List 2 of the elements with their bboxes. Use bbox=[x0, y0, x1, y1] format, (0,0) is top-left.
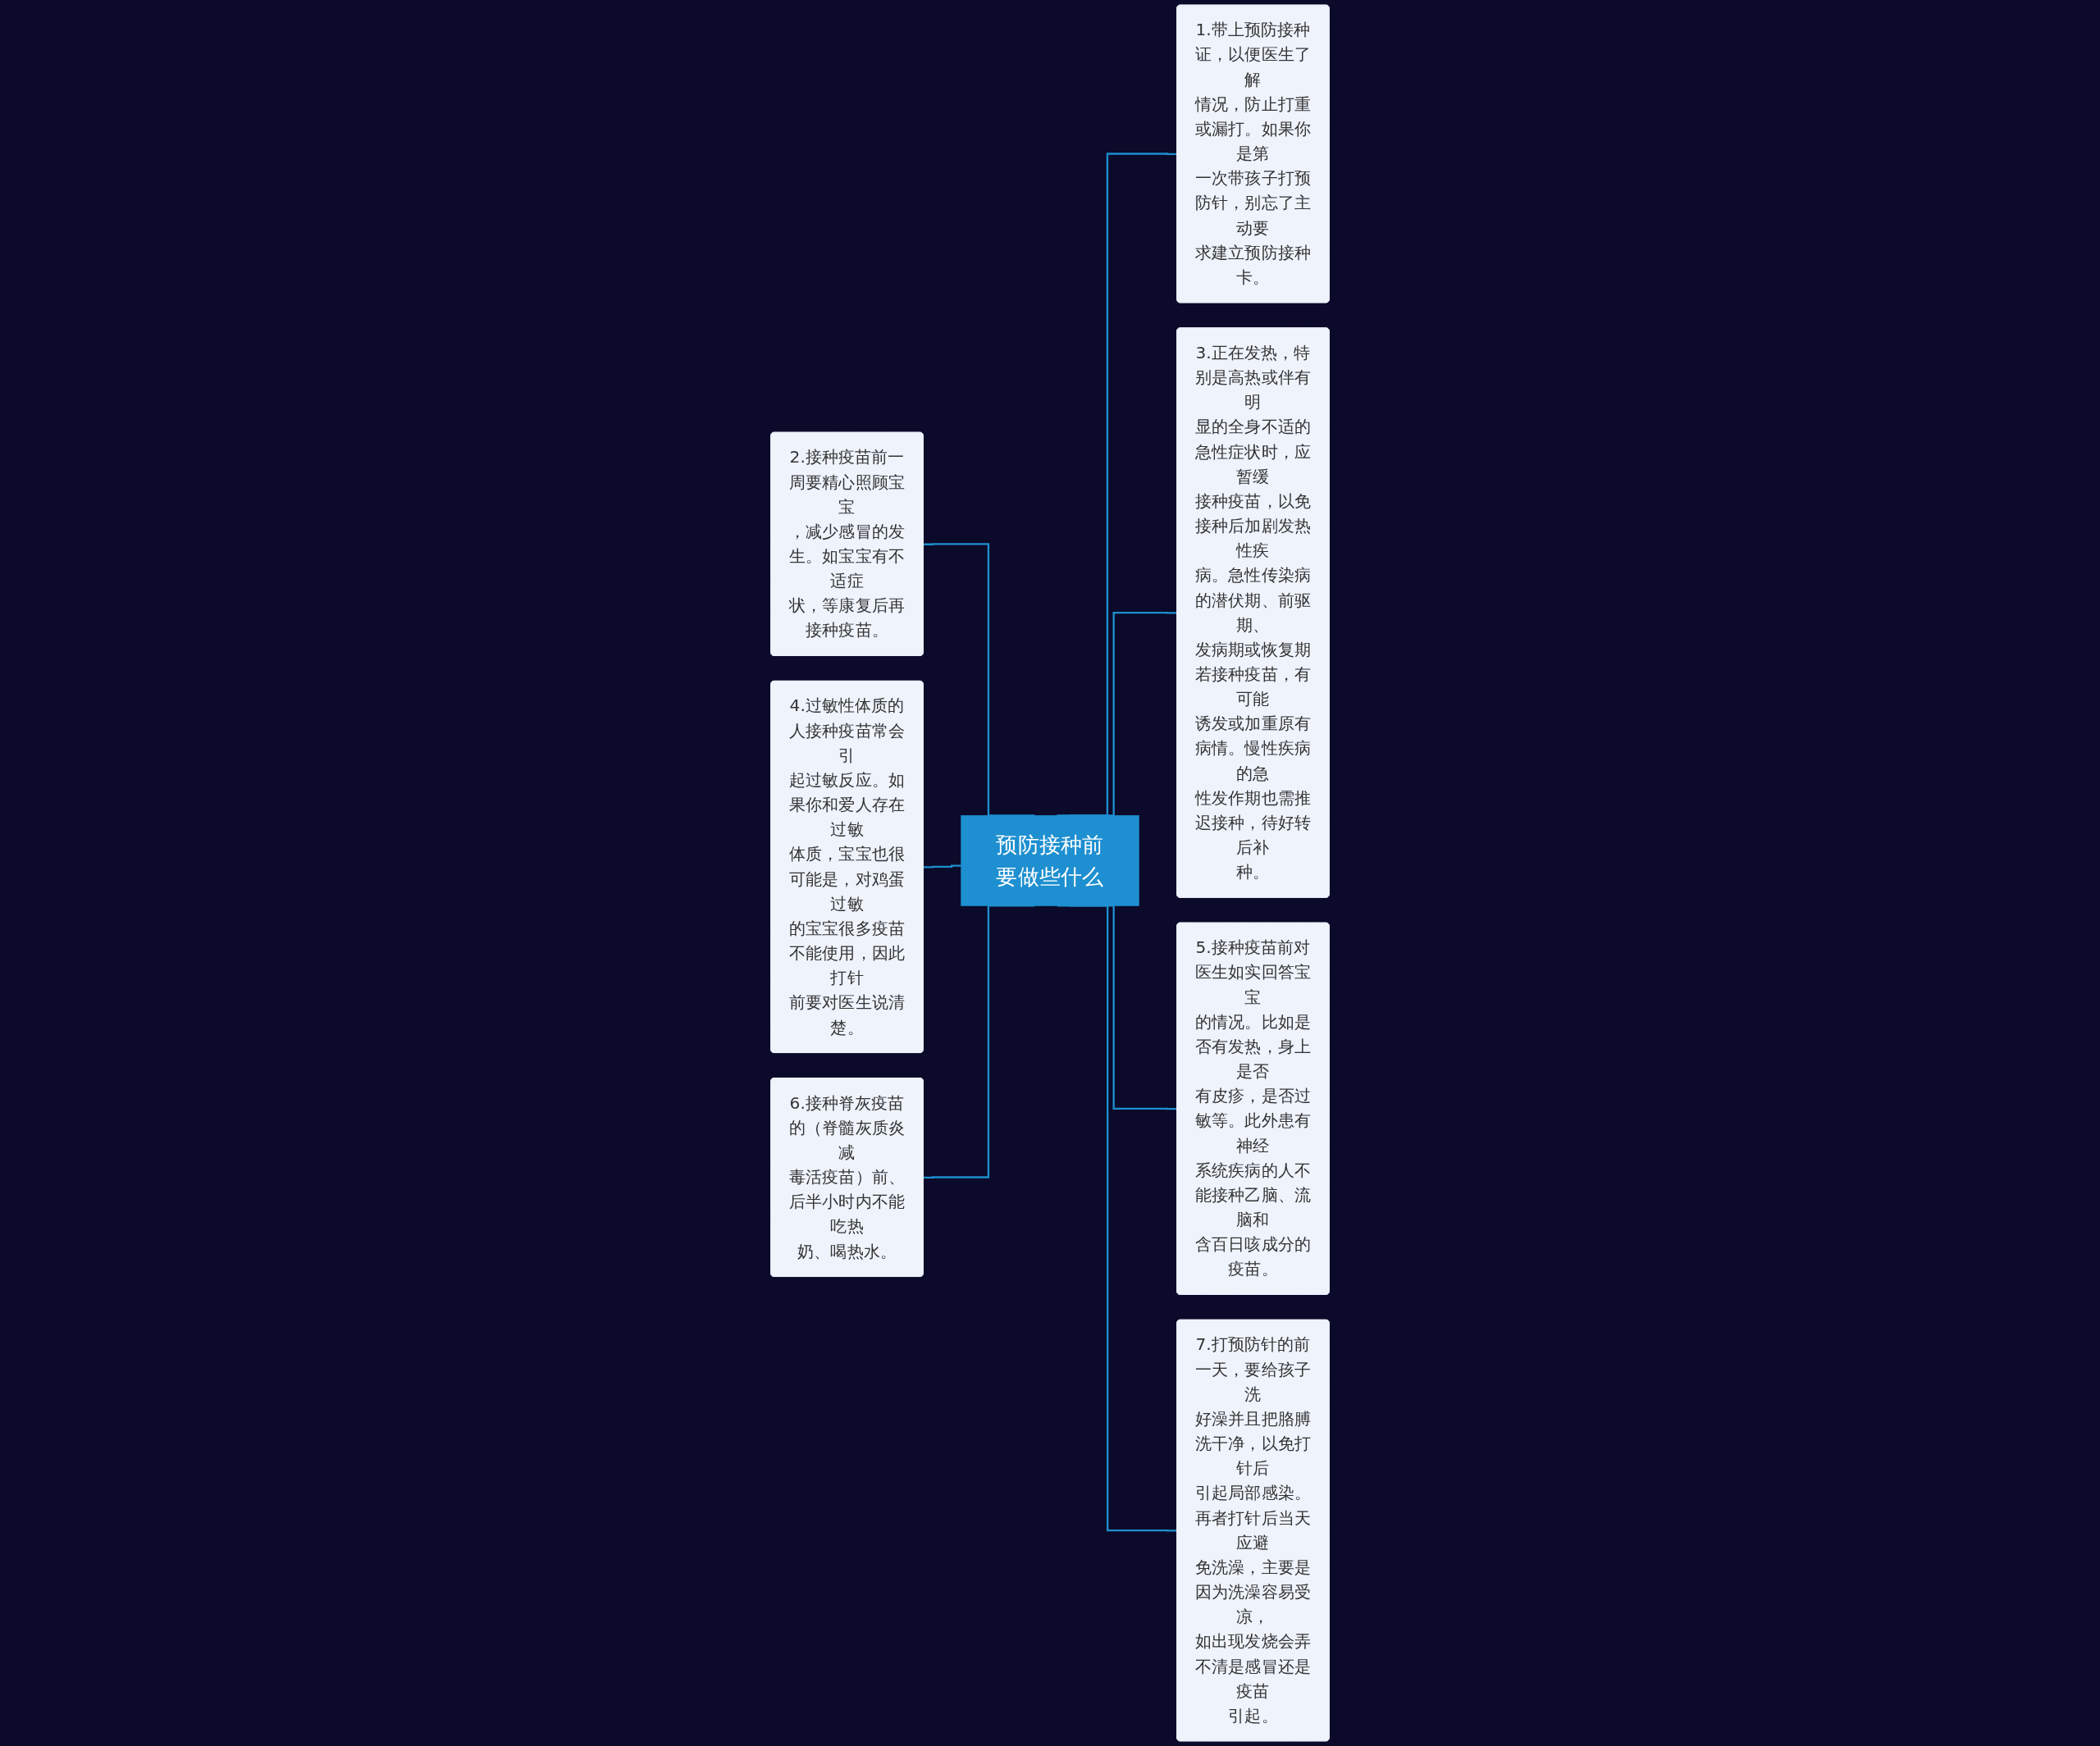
node-box bbox=[961, 815, 1139, 906]
connector bbox=[923, 864, 961, 868]
